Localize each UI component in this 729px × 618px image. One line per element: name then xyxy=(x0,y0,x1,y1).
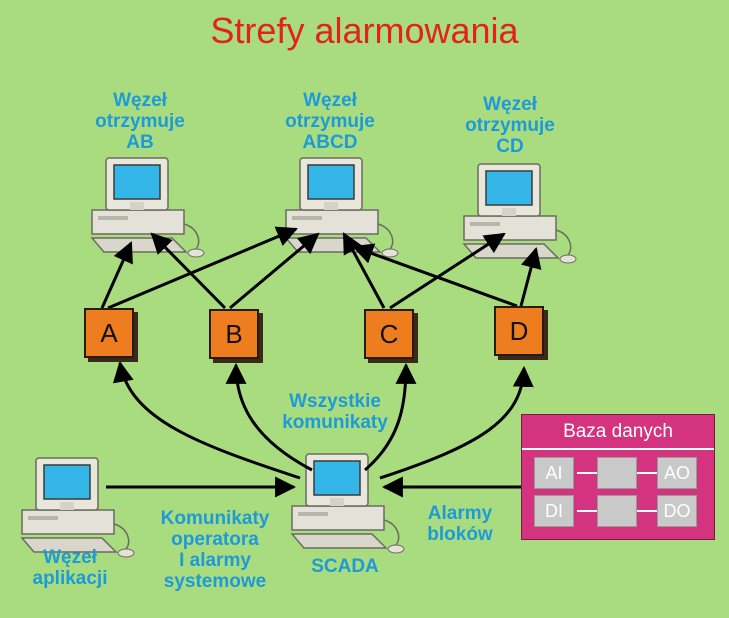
caption-node-ab-line: otrzymuje xyxy=(95,111,185,132)
zone-a: A xyxy=(84,308,134,358)
caption-app-node: Węzeł aplikacji xyxy=(15,547,125,589)
database-title: Baza danych xyxy=(522,415,714,450)
caption-app-node-line: Węzeł xyxy=(43,547,97,568)
caption-node-ab-line: Węzeł xyxy=(113,90,167,111)
caption-node-abcd-line: Węzeł xyxy=(303,90,357,111)
label-operator-messages-line: I alarmy xyxy=(179,550,251,571)
label-all-messages: Wszystkie komunikaty xyxy=(270,391,400,433)
arrow-scada-to-b xyxy=(225,362,313,472)
database-connector xyxy=(577,472,597,474)
zone-b: B xyxy=(209,309,259,359)
label-block-alarms-line: bloków xyxy=(427,524,493,545)
label-operator-messages: Komunikaty operatora I alarmy systemowe xyxy=(145,508,285,592)
computer-icon-node-ab xyxy=(91,157,205,258)
caption-node-abcd: Węzeł otrzymuje ABCD xyxy=(260,90,400,153)
arrow-a-to-node-ab xyxy=(100,241,133,309)
caption-scada: SCADA xyxy=(311,556,379,577)
caption-node-cd-line: otrzymuje xyxy=(465,115,555,136)
caption-node-cd-line: Węzeł xyxy=(483,94,537,115)
zone-d: D xyxy=(494,306,544,356)
arrow-scada-to-a xyxy=(112,360,301,480)
diagram-title: Strefy alarmowania xyxy=(210,10,519,51)
arrow-scada-to-d xyxy=(379,365,534,480)
label-operator-messages-line: systemowe xyxy=(163,571,267,592)
arrow-d-to-node-cd xyxy=(519,246,542,307)
computer-icon-node-abcd xyxy=(285,157,399,258)
caption-node-ab: Węzeł otrzymuje AB xyxy=(70,90,210,153)
database-connector xyxy=(637,510,657,512)
label-operator-messages-line: operatora xyxy=(171,529,259,550)
label-operator-messages-line: Komunikaty xyxy=(160,508,270,529)
arrow-b-to-node-abcd xyxy=(229,232,320,310)
caption-node-abcd-line: otrzymuje xyxy=(285,111,375,132)
database-box: Baza danych AI AO DI DO xyxy=(521,414,715,540)
arrow-c-to-node-cd xyxy=(389,232,506,310)
database-cell-empty xyxy=(597,495,637,527)
zone-c: C xyxy=(364,309,414,359)
database-cell-do: DO xyxy=(657,495,697,527)
computer-icon-app-node xyxy=(21,457,135,558)
caption-node-abcd-line: ABCD xyxy=(302,132,358,153)
database-cell-empty xyxy=(597,457,637,489)
label-block-alarms-line: Alarmy xyxy=(427,503,493,524)
label-block-alarms: Alarmy bloków xyxy=(410,503,510,545)
arrow-c-to-node-abcd xyxy=(342,232,386,309)
database-cell-ao: AO xyxy=(657,457,697,489)
database-cell-ai: AI xyxy=(534,457,574,489)
caption-node-ab-line: AB xyxy=(126,132,154,153)
arrow-scada-to-c xyxy=(364,362,417,472)
caption-node-cd-line: CD xyxy=(496,136,524,157)
label-all-messages-line: Wszystkie xyxy=(289,391,381,412)
database-cell-di: DI xyxy=(534,495,574,527)
arrow-b-to-node-ab xyxy=(150,232,227,310)
database-connector xyxy=(577,510,597,512)
arrow-a-to-node-abcd xyxy=(107,226,298,310)
caption-node-cd: Węzeł otrzymuje CD xyxy=(440,94,580,157)
database-connector xyxy=(637,472,657,474)
caption-app-node-line: aplikacji xyxy=(32,568,108,589)
label-all-messages-line: komunikaty xyxy=(282,412,388,433)
arrow-d-to-node-abcd xyxy=(352,243,518,308)
